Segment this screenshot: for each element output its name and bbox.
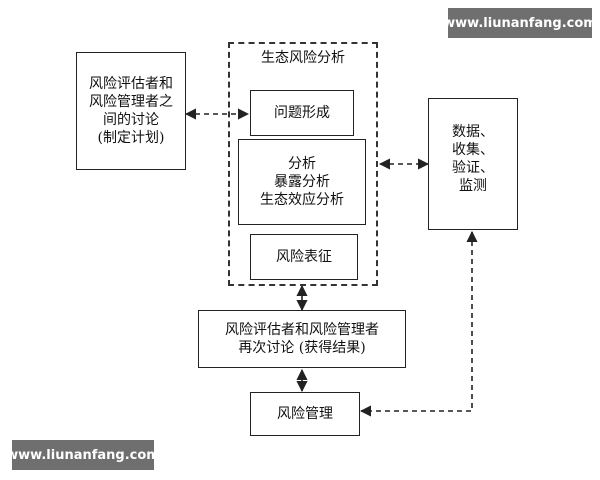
planning-line-4: (制定计划) xyxy=(97,130,165,146)
rediscussion-line-1: 风险评估者和风险管理者 xyxy=(225,322,379,338)
data-line-3: 验证、 xyxy=(452,160,494,176)
risk-management-box: 风险管理 xyxy=(250,392,360,436)
planning-line-2: 风险管理者之 xyxy=(89,94,173,110)
watermark-bottom: www.liunanfang.com xyxy=(6,440,160,470)
eco-risk-analysis-frame: 生态风险分析 xyxy=(228,42,378,286)
watermark-top: www.liunanfang.com xyxy=(443,8,597,38)
data-collection-box: 数据、 收集、 验证、 监测 xyxy=(428,98,518,230)
risk-management-label: 风险管理 xyxy=(277,406,333,422)
risk-characterization-box: 风险表征 xyxy=(250,234,358,280)
risk-characterization-label: 风险表征 xyxy=(276,249,332,265)
planning-discussion-box: 风险评估者和 风险管理者之 间的讨论 (制定计划) xyxy=(76,52,186,170)
rediscussion-box: 风险评估者和风险管理者 再次讨论 (获得结果) xyxy=(198,310,406,368)
analysis-box: 分析 暴露分析 生态效应分析 xyxy=(238,139,366,225)
planning-line-3: 间的讨论 xyxy=(103,112,159,128)
problem-formulation-box: 问题形成 xyxy=(250,90,354,136)
planning-line-1: 风险评估者和 xyxy=(89,76,173,92)
problem-formulation-label: 问题形成 xyxy=(274,105,330,121)
analysis-line-2: 暴露分析 xyxy=(274,174,330,190)
rediscussion-line-2: 再次讨论 (获得结果) xyxy=(238,340,366,356)
data-line-2: 收集、 xyxy=(452,142,494,158)
analysis-line-1: 分析 xyxy=(288,156,316,172)
eco-risk-analysis-title: 生态风险分析 xyxy=(261,50,345,66)
data-line-1: 数据、 xyxy=(452,124,494,140)
analysis-line-3: 生态效应分析 xyxy=(260,192,344,208)
data-line-4: 监测 xyxy=(459,178,487,194)
connector-data-management xyxy=(359,230,478,417)
